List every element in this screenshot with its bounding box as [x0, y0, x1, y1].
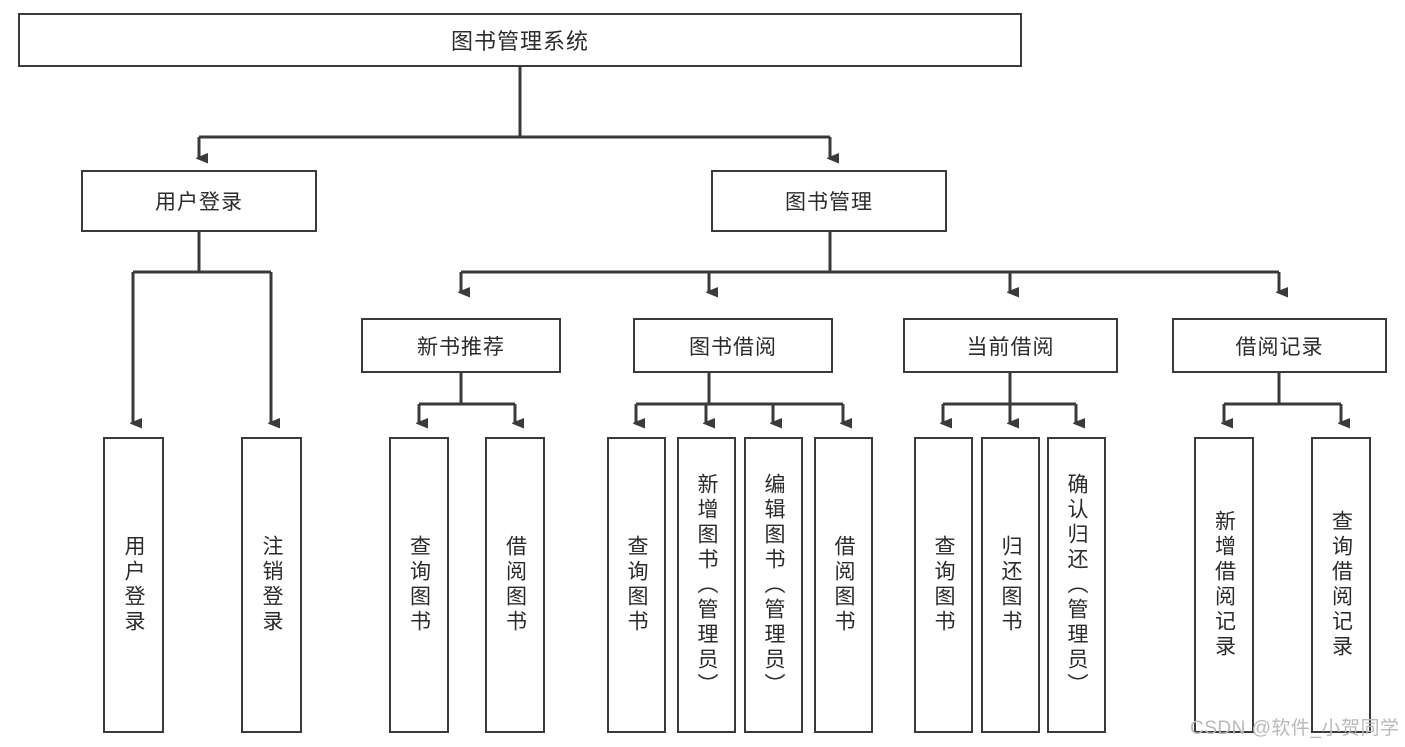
leaf-user-login[interactable]: 用户登录	[103, 437, 164, 733]
leaf-return-book-label: 归还图书	[999, 535, 1022, 635]
node-root-label: 图书管理系统	[450, 29, 589, 54]
leaf-add-borrow-record[interactable]: 新增借阅记录	[1194, 437, 1254, 733]
leaf-borrow-book-2-label: 借阅图书	[832, 535, 855, 635]
leaf-add-borrow-record-label: 新增借阅记录	[1212, 510, 1236, 660]
leaf-query-book-1-label: 查询图书	[407, 535, 431, 635]
leaf-add-book-admin[interactable]: 新增图书（管理员）	[677, 437, 736, 733]
node-book-management[interactable]: 图书管理	[711, 170, 947, 232]
leaf-add-book-admin-label: 新增图书（管理员）	[695, 472, 718, 698]
leaf-query-book-2-label: 查询图书	[625, 535, 648, 635]
leaf-query-book-3-label: 查询图书	[932, 535, 955, 635]
node-root[interactable]: 图书管理系统	[18, 13, 1022, 67]
leaf-query-book-3[interactable]: 查询图书	[914, 437, 973, 733]
node-book-borrow-label: 图书借阅	[689, 335, 777, 359]
node-user-login-label: 用户登录	[155, 191, 243, 214]
leaf-confirm-return-admin[interactable]: 确认归还（管理员）	[1047, 437, 1106, 733]
node-book-borrow[interactable]: 图书借阅	[633, 318, 833, 373]
leaf-logout-login[interactable]: 注销登录	[241, 437, 302, 733]
node-user-login[interactable]: 用户登录	[81, 170, 317, 232]
csdn-watermark: CSDN @软件_小贺同学	[1190, 718, 1400, 739]
node-book-management-label: 图书管理	[785, 191, 873, 214]
node-current-borrow-label: 当前借阅	[966, 335, 1055, 359]
leaf-query-book-2[interactable]: 查询图书	[607, 437, 666, 733]
leaf-query-book-1[interactable]: 查询图书	[389, 437, 449, 733]
node-borrow-record[interactable]: 借阅记录	[1172, 318, 1387, 373]
node-current-borrow[interactable]: 当前借阅	[903, 318, 1118, 373]
leaf-edit-book-admin-label: 编辑图书（管理员）	[762, 472, 785, 698]
node-new-book-recommend-label: 新书推荐	[417, 335, 505, 359]
leaf-logout-login-label: 注销登录	[260, 535, 283, 635]
leaf-edit-book-admin[interactable]: 编辑图书（管理员）	[744, 437, 803, 733]
leaf-query-borrow-record[interactable]: 查询借阅记录	[1311, 437, 1371, 733]
leaf-query-borrow-record-label: 查询借阅记录	[1329, 510, 1353, 660]
leaf-borrow-book-2[interactable]: 借阅图书	[814, 437, 873, 733]
node-borrow-record-label: 借阅记录	[1235, 335, 1324, 359]
node-new-book-recommend[interactable]: 新书推荐	[361, 318, 561, 373]
leaf-confirm-return-admin-label: 确认归还（管理员）	[1065, 472, 1088, 698]
leaf-borrow-book-1[interactable]: 借阅图书	[485, 437, 545, 733]
leaf-return-book[interactable]: 归还图书	[981, 437, 1040, 733]
leaf-borrow-book-1-label: 借阅图书	[503, 535, 527, 635]
leaf-user-login-label: 用户登录	[122, 535, 145, 635]
